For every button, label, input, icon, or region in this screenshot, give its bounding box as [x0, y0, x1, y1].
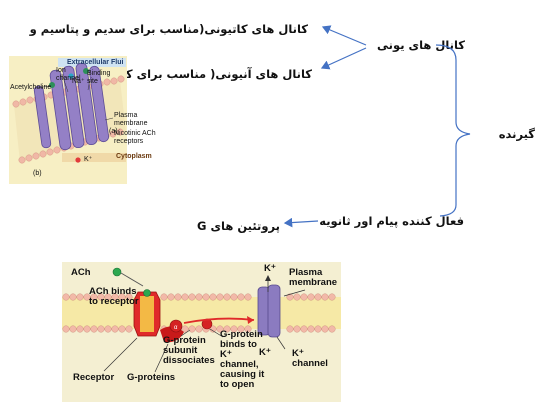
- lipid-head: [321, 293, 329, 301]
- lipid-head: [125, 293, 133, 301]
- lipid-head: [83, 325, 91, 333]
- lipid-head: [62, 293, 70, 301]
- lipid-head: [230, 325, 238, 333]
- receptor-bracket: [435, 44, 471, 217]
- binding-site-label: Binding site: [87, 70, 111, 85]
- lipid-head: [104, 293, 112, 301]
- k-ion-label: K⁺: [84, 156, 93, 163]
- lipid-head: [195, 293, 203, 301]
- lipid-head: [328, 293, 336, 301]
- lipid-head: [76, 325, 84, 333]
- lipid-head: [314, 325, 322, 333]
- lipid-head: [286, 293, 294, 301]
- lipid-head: [237, 293, 245, 301]
- lipid-head: [118, 325, 126, 333]
- lipid-head: [83, 293, 91, 301]
- arrow-to-cationic: [321, 25, 367, 46]
- lipid-head: [125, 325, 133, 333]
- svg-text:α: α: [174, 325, 178, 331]
- lipid-head: [90, 293, 98, 301]
- cationic-channels-label: کانال های کاتیونی(مناسب برای سدیم و پتاس…: [29, 22, 308, 36]
- k-top-label: K⁺: [264, 263, 276, 274]
- lipid-head: [286, 325, 294, 333]
- lipid-head: [209, 293, 217, 301]
- panel-a-label: (a): [109, 128, 118, 135]
- lipid-head: [195, 325, 203, 333]
- panel-b-label: (b): [33, 170, 42, 177]
- ach-binds-label: ACh binds to receptor: [89, 286, 139, 307]
- lipid-head: [160, 293, 168, 301]
- lipid-head: [307, 325, 315, 333]
- lipid-head: [216, 325, 224, 333]
- lipid-head: [188, 293, 196, 301]
- k-channel-shape: [257, 284, 281, 338]
- lipid-head: [181, 293, 189, 301]
- lipid-head: [223, 293, 231, 301]
- lipid-head: [181, 325, 189, 333]
- arrow-to-g-proteins: [283, 217, 319, 228]
- lipid-head: [314, 293, 322, 301]
- lipid-head: [69, 325, 77, 333]
- lipid-head: [244, 293, 252, 301]
- lipid-head: [97, 293, 105, 301]
- arrow-to-anionic: [320, 47, 367, 70]
- lipid-head: [90, 325, 98, 333]
- lipid-head: [167, 293, 175, 301]
- g-proteins-en-label: G-proteins: [127, 372, 176, 383]
- subunit-dissociates-label: G-protein subunit dissociates: [163, 335, 215, 366]
- plasma-membrane-bottom-label: Plasma membrane: [289, 267, 338, 288]
- receptor-label: Receptor: [73, 372, 115, 383]
- lipid-head: [293, 325, 301, 333]
- nicotinic-receptors-label: Nicotinic ACh receptors: [114, 130, 156, 145]
- lipid-head: [230, 293, 238, 301]
- extracellular-label: Extracellular Flui: [67, 59, 124, 66]
- lipid-head: [188, 325, 196, 333]
- binds-to-channel-label: G-protein binds to K⁺ channel, causing i…: [220, 329, 265, 390]
- lipid-head: [111, 293, 119, 301]
- na-ion-label: Na⁺: [72, 78, 85, 85]
- g-proteins-label: پروتئین های G: [197, 219, 280, 233]
- k-channel-label: K⁺ channel: [292, 348, 328, 369]
- lipid-head: [62, 325, 70, 333]
- lipid-head: [237, 325, 245, 333]
- k-mid-label: K⁺: [259, 347, 271, 358]
- lipid-head: [104, 325, 112, 333]
- lipid-head: [223, 325, 231, 333]
- lipid-head: [328, 325, 336, 333]
- lipid-head: [216, 293, 224, 301]
- ach-label: ACh: [71, 267, 91, 278]
- plasma-membrane-label: Plasma membrane: [114, 112, 148, 127]
- lipid-head: [202, 293, 210, 301]
- second-messenger-label: فعال کننده پیام اور ثانویه: [319, 214, 464, 228]
- lipid-head: [244, 325, 252, 333]
- lipid-head: [174, 293, 182, 301]
- lipid-head: [307, 293, 315, 301]
- lipid-head: [300, 325, 308, 333]
- lipid-head: [69, 293, 77, 301]
- anionic-channels-label: کانال های آنیونی( مناسب برای کلر): [108, 67, 312, 81]
- ionic-channels-label: کانال های یونی: [377, 38, 465, 52]
- receptor-root-label: گیرنده: [498, 127, 535, 141]
- lipid-head: [300, 293, 308, 301]
- ion-channel-label: Ion channel: [56, 67, 81, 82]
- lipid-head: [76, 293, 84, 301]
- acetylcholine-label: Acetylcholine: [10, 84, 52, 91]
- lipid-head: [111, 325, 119, 333]
- lipid-head: [118, 293, 126, 301]
- lipid-head: [209, 325, 217, 333]
- cytoplasm-label: Cytoplasm: [116, 153, 152, 160]
- lipid-head: [321, 325, 329, 333]
- lipid-head: [97, 325, 105, 333]
- ach-molecule: [112, 267, 122, 277]
- lipid-head: [293, 293, 301, 301]
